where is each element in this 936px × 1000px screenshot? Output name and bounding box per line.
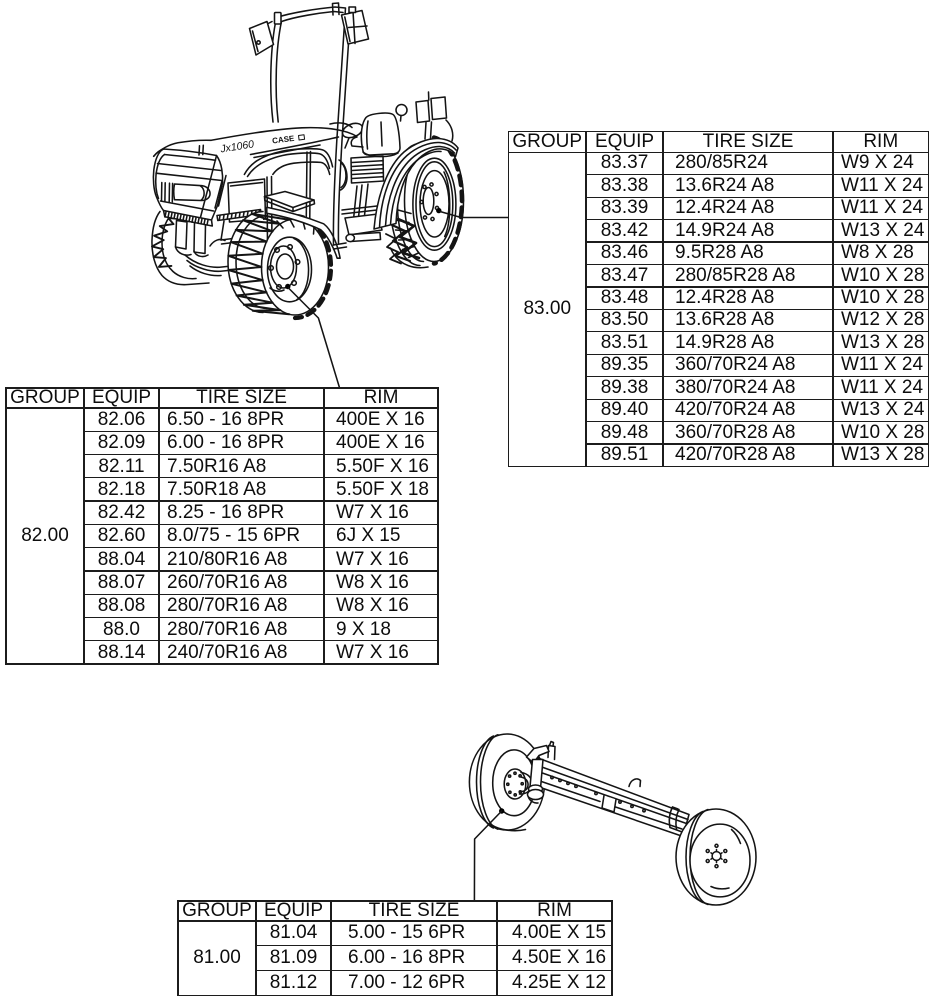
svg-text:CASE: CASE (272, 134, 296, 146)
svg-text:Jx1060: Jx1060 (219, 138, 255, 155)
